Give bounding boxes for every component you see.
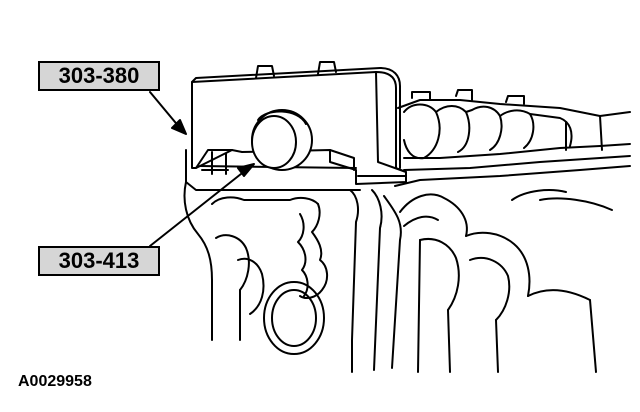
callout-303-380: 303-380 [38, 61, 160, 91]
callout-303-413: 303-413 [38, 246, 160, 276]
cylinder-head-casting [185, 150, 613, 372]
arrowhead-303-380 [171, 119, 187, 135]
arrowhead-303-413 [237, 163, 255, 177]
leader-303-380 [150, 92, 180, 128]
figure-id-label: A0029958 [18, 373, 92, 390]
leader-lines [150, 92, 246, 246]
tool-plug-303-413 [252, 110, 312, 170]
camshaft-assembly [395, 90, 630, 186]
leader-303-413 [150, 170, 246, 246]
